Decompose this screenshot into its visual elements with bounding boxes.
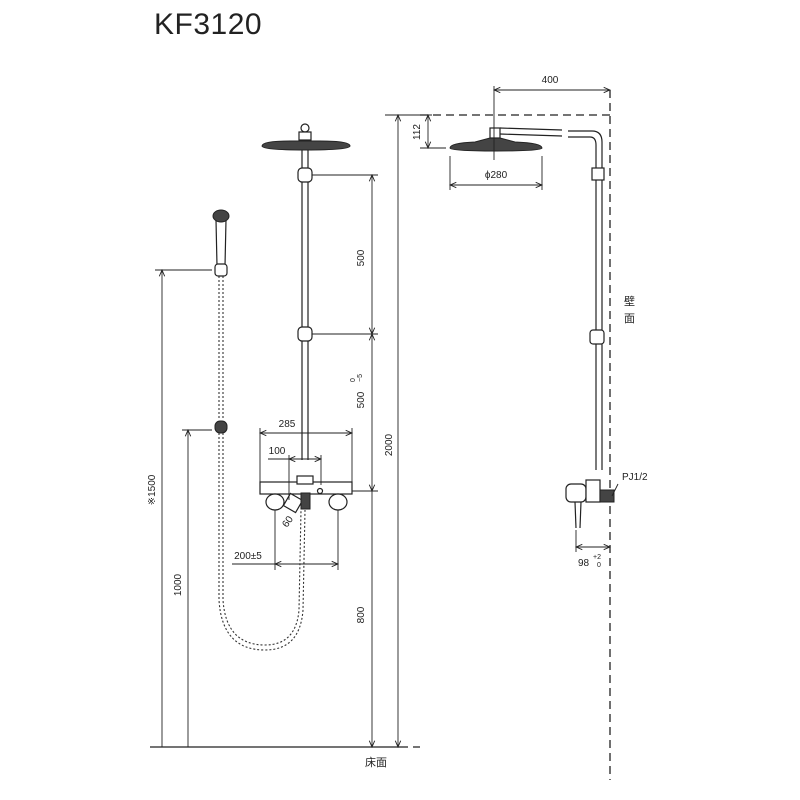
side-view: 400 112 ϕ280 壁 面 PJ1/2 98 +2 0 — [412, 75, 648, 780]
side-mixer — [565, 479, 615, 529]
shower-arm — [499, 127, 563, 137]
dim-holder-height: 1000 — [173, 573, 184, 596]
dim-wall-projection-tol-upper: +2 — [593, 554, 601, 561]
dim-wall-projection: 98 — [578, 558, 590, 569]
riser-pipe — [297, 150, 313, 460]
dim-mixer-offset: 100 — [269, 446, 286, 457]
dim-inlet-pitch: 200±5 — [234, 551, 262, 562]
dim-head-drop: 112 — [412, 124, 423, 140]
dim-elbow-angle: 60 — [280, 514, 296, 530]
dim-riser-lower-tol-upper: 0 — [350, 378, 357, 382]
shower-hose — [218, 433, 306, 651]
dim-riser-lower-tol-lower: −5 — [357, 374, 364, 382]
thermostatic-mixer — [259, 475, 353, 514]
dim-mixer-width: 285 — [279, 419, 296, 430]
dim-wall-projection-tol-lower: 0 — [597, 562, 601, 569]
floor-label: 床面 — [365, 755, 387, 769]
dim-riser-lower: 500 — [356, 391, 367, 408]
wall-label-1: 壁 — [624, 294, 635, 308]
overhead-shower-head — [261, 123, 351, 151]
dim-mixer-height: 800 — [356, 606, 367, 623]
dim-head-diameter: ϕ280 — [485, 170, 508, 181]
dim-arm-reach: 400 — [542, 75, 559, 86]
dim-slide-top: ※1500 — [147, 474, 158, 505]
dim-riser-upper: 500 — [356, 249, 367, 266]
pipe-thread-label: PJ1/2 — [622, 472, 648, 483]
hand-shower — [212, 209, 230, 434]
dim-total-height: 2000 — [384, 433, 395, 456]
model-number-title: KF3120 — [154, 8, 263, 41]
front-view: 500 500 0 −5 800 2000 285 100 — [147, 115, 432, 769]
wall-label-2: 面 — [624, 313, 635, 325]
side-shower-head — [449, 137, 543, 152]
